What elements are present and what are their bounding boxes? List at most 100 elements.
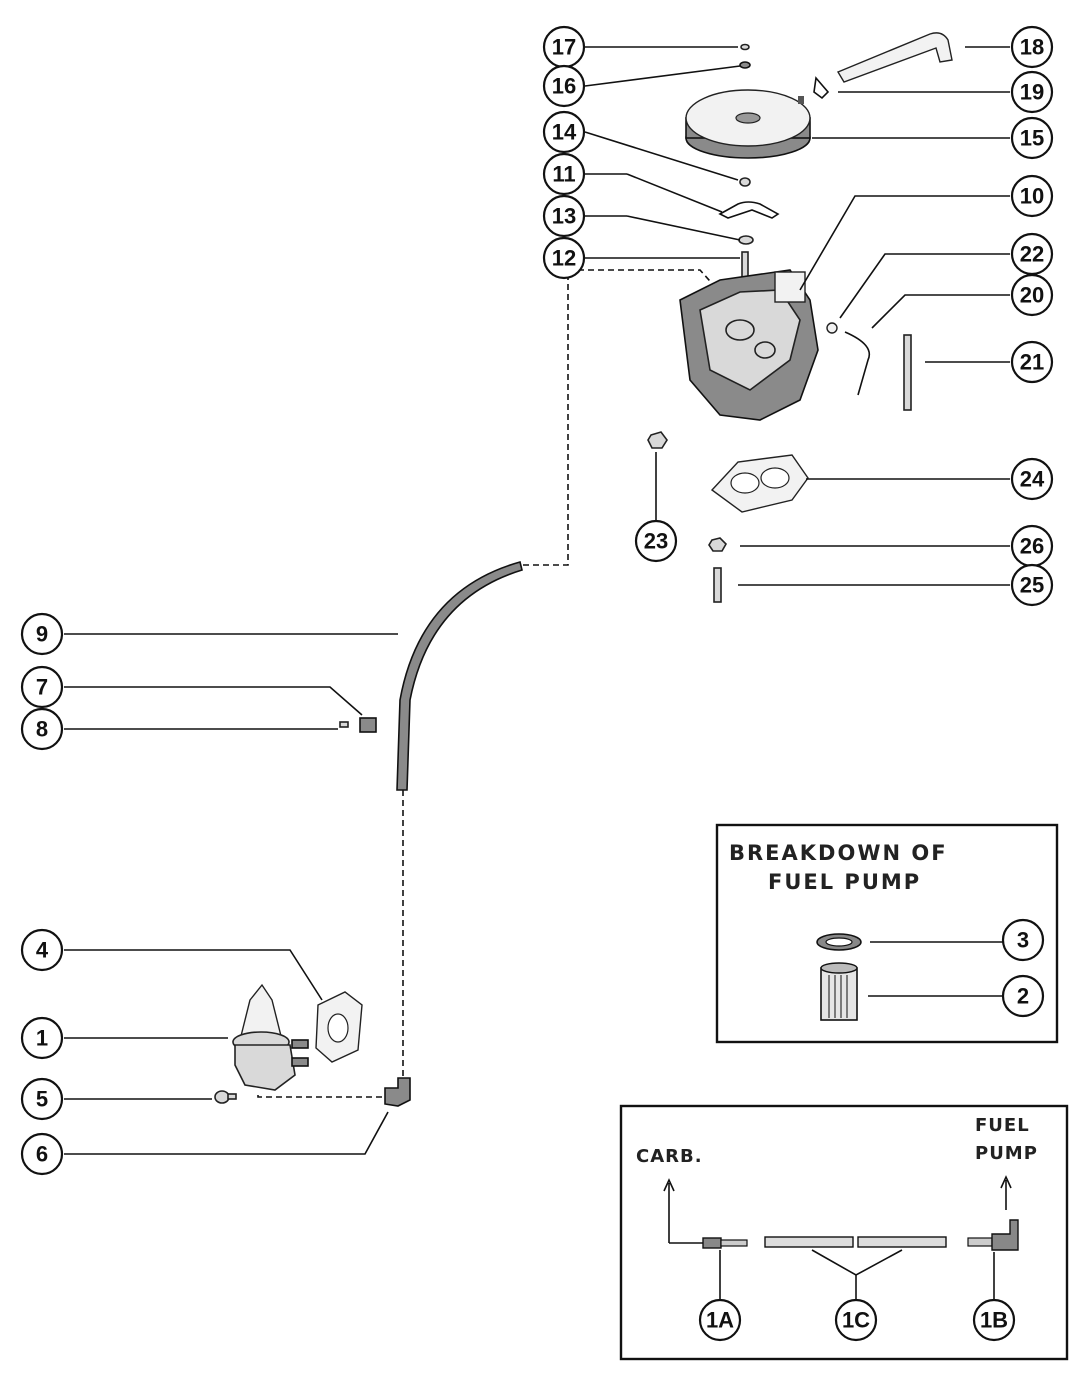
svg-text:1C: 1C: [842, 1308, 870, 1333]
svg-text:2: 2: [1017, 984, 1029, 1009]
callout-21: 21: [1010, 340, 1054, 384]
dashed-route-pump-to-elbow: [257, 1095, 385, 1098]
callout-9: 9: [20, 612, 64, 656]
part-8-screw: [339, 721, 349, 728]
callout-11: 11: [542, 152, 586, 196]
callout-13: 13: [542, 194, 586, 238]
svg-text:8: 8: [36, 717, 48, 742]
part-2-filter: [820, 962, 858, 1021]
svg-text:13: 13: [552, 204, 576, 229]
svg-text:22: 22: [1020, 242, 1044, 267]
svg-text:14: 14: [552, 120, 577, 145]
callout-15: 15: [1010, 116, 1054, 160]
part-1-fuel-pump: [232, 983, 309, 1091]
svg-text:9: 9: [36, 622, 48, 647]
part-1A-fitting: [702, 1237, 748, 1249]
part-7-fitting: [359, 717, 377, 733]
svg-text:19: 19: [1020, 80, 1044, 105]
part-1C-hose: [764, 1236, 947, 1248]
callout-1A: 1A: [698, 1298, 742, 1342]
callout-1C: 1C: [834, 1298, 878, 1342]
svg-text:1A: 1A: [706, 1308, 734, 1333]
callout-8: 8: [20, 707, 64, 751]
part-1B-fitting: [967, 1219, 1019, 1251]
leader-lines: [64, 46, 1010, 1155]
callout-6: 6: [20, 1132, 64, 1176]
svg-text:20: 20: [1020, 283, 1044, 308]
svg-text:1B: 1B: [980, 1308, 1008, 1333]
breakdown-title-line1: BREAKDOWN OF: [729, 841, 948, 865]
part-25-stud: [713, 567, 722, 603]
callout-12: 12: [542, 236, 586, 280]
svg-text:26: 26: [1020, 534, 1044, 559]
callout-5: 5: [20, 1077, 64, 1121]
part-18-vent-tube: [836, 32, 953, 83]
svg-text:3: 3: [1017, 928, 1029, 953]
callout-4: 4: [20, 928, 64, 972]
svg-text:18: 18: [1020, 35, 1044, 60]
svg-text:5: 5: [36, 1087, 48, 1112]
callout-18: 18: [1010, 25, 1054, 69]
carb-label: CARB.: [636, 1146, 703, 1167]
svg-text:15: 15: [1020, 126, 1044, 151]
part-24-gasket: [710, 454, 809, 513]
svg-text:7: 7: [36, 675, 48, 700]
part-20-rod: [844, 331, 870, 396]
fuel-pump-arrow: [1000, 1175, 1012, 1210]
callout-17: 17: [542, 25, 586, 69]
breakdown-title-line2: FUEL PUMP: [768, 870, 921, 894]
fuel-line-inset: CARB. FUEL PUMP 1A 1C 1B: [619, 1104, 1069, 1361]
part-3-seal: [816, 933, 862, 951]
carb-arrow: [663, 1178, 675, 1243]
part-15-flame-arrestor: [685, 89, 811, 159]
callout-19: 19: [1010, 70, 1054, 114]
callout-24: 24: [1010, 457, 1054, 501]
part-12-stud: [741, 251, 749, 279]
svg-text:21: 21: [1020, 350, 1044, 375]
part-23-nut: [647, 431, 668, 449]
svg-text:24: 24: [1020, 467, 1045, 492]
svg-text:4: 4: [36, 938, 49, 963]
callout-1: 1: [20, 1016, 64, 1060]
svg-text:17: 17: [552, 35, 576, 60]
fuel-pump-label-line2: PUMP: [975, 1143, 1038, 1164]
callout-25: 25: [1010, 563, 1054, 607]
callout-2: 2: [1001, 974, 1045, 1018]
svg-text:23: 23: [644, 529, 668, 554]
part-5-screw: [214, 1090, 237, 1104]
callout-1B: 1B: [972, 1298, 1016, 1342]
part-16-seal: [739, 61, 751, 69]
callout-7: 7: [20, 665, 64, 709]
part-17-washer: [740, 43, 750, 51]
part-6-elbow: [384, 1077, 411, 1107]
part-19-clamp: [813, 76, 830, 100]
part-21-rod: [903, 334, 912, 411]
callout-14: 14: [542, 110, 586, 154]
callout-23: 23: [634, 519, 678, 563]
svg-text:11: 11: [552, 162, 575, 187]
part-11-bracket: [718, 201, 780, 219]
callout-3: 3: [1001, 918, 1045, 962]
part-14-nut: [739, 177, 751, 187]
part-26-nut: [708, 537, 727, 552]
callout-26: 26: [1010, 524, 1054, 568]
callout-20: 20: [1010, 273, 1054, 317]
fuel-pump-label-line1: FUEL: [975, 1115, 1030, 1136]
svg-text:16: 16: [552, 74, 576, 99]
callout-22: 22: [1010, 232, 1054, 276]
part-4-gasket: [315, 991, 363, 1063]
callout-10: 10: [1010, 174, 1054, 218]
breakdown-box: BREAKDOWN OF FUEL PUMP 3 2: [715, 823, 1059, 1044]
svg-text:12: 12: [552, 246, 576, 271]
svg-text:10: 10: [1020, 184, 1044, 209]
svg-text:1: 1: [36, 1026, 48, 1051]
callout-16: 16: [542, 64, 586, 108]
svg-text:6: 6: [36, 1142, 48, 1167]
part-9-fuel-line: [396, 561, 523, 791]
svg-text:25: 25: [1020, 573, 1044, 598]
part-13-washer: [738, 235, 754, 245]
part-10-carburetor: [679, 269, 819, 421]
part-22-plug: [826, 322, 838, 334]
